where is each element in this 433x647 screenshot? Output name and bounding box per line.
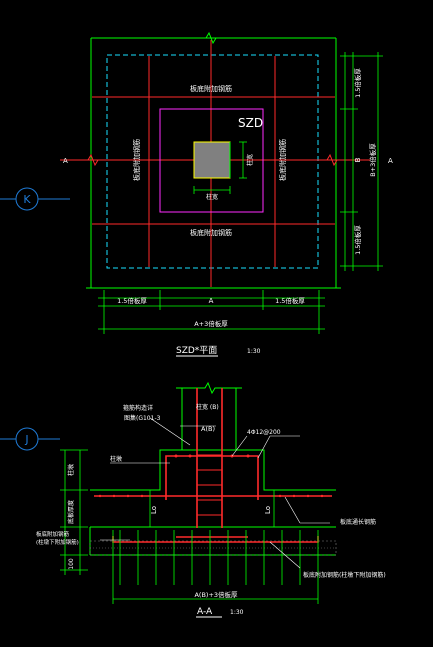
left-dim-100: 100 — [68, 558, 75, 570]
cut-mark-right: A — [388, 157, 393, 165]
dim-seg-top-v: 1.5倍板厚 — [353, 68, 362, 98]
axis-k: K — [0, 187, 70, 211]
plan-view: 板底附加钢筋 板底附加钢筋 板底附加钢筋 板底附加钢筋 SZD 柱宽 柱宽 A … — [60, 31, 393, 357]
section-left-dims — [60, 449, 88, 575]
slab-outline — [106, 54, 319, 269]
dim-seg-mid: A — [209, 297, 214, 305]
section-column — [176, 381, 242, 450]
band-label-bottom: 板底附加钢筋 — [190, 228, 232, 237]
section-view: Lo Lo 柱墩 底板厚度 100 柱宽 (B) — [36, 381, 386, 618]
column-section — [193, 141, 231, 179]
plan-dims-vertical — [340, 52, 383, 271]
plan-scale: 1:30 — [247, 348, 261, 355]
section-note-column: 柱宽 (B) — [196, 403, 219, 411]
plan-title: SZD*平面 — [176, 345, 217, 356]
section-note-bottom-add: 板底附加钢筋(柱墩下附加钢筋) — [303, 571, 386, 579]
dim-total-horizontal: A+3倍板厚 — [194, 319, 228, 328]
section-scale: 1:30 — [230, 609, 244, 616]
band-label-right: 板底附加钢筋 — [278, 139, 287, 181]
section-note-add1: 板底附加钢筋 — [36, 530, 70, 538]
left-dim-slab-label: 底板厚度 — [67, 500, 75, 524]
axis-j-label: J — [24, 433, 28, 446]
lo-left-label: Lo — [150, 506, 158, 514]
column-width-label: 柱宽 — [206, 193, 218, 201]
section-dim-total: A(B)+3倍板厚 — [194, 590, 238, 599]
band-label-top: 板底附加钢筋 — [190, 84, 232, 93]
section-note-link2: 图集(G101-3 — [124, 414, 161, 422]
column-tag: SZD — [238, 116, 263, 130]
section-note-link1: 箍筋构造详 — [123, 404, 153, 412]
lo-right-label: Lo — [264, 506, 272, 514]
plan-frame — [86, 31, 341, 289]
section-note-rebar: 4Φ12@200 — [247, 429, 281, 436]
plan-dims-horizontal — [98, 290, 325, 334]
section-cap — [89, 449, 336, 556]
column-stirrups — [197, 454, 222, 516]
column-cap-outline — [159, 108, 264, 213]
section-note-add2: (柱墩下附加钢筋) — [36, 538, 79, 546]
dim-seg-mid-v: B — [354, 157, 362, 162]
cut-mark-left: A — [63, 157, 68, 165]
dim-seg-right: 1.5倍板厚 — [275, 296, 305, 305]
rebar-dots — [98, 454, 324, 498]
column-dims — [193, 141, 247, 194]
section-title: A-A — [197, 607, 213, 617]
dim-seg-bot-v: 1.5倍板厚 — [353, 225, 362, 255]
lo-dims — [149, 490, 275, 527]
section-note-slab: 柱墩 — [110, 455, 122, 463]
column-depth-label: 柱宽 — [246, 154, 254, 166]
left-dim-cap-label: 柱墩 — [67, 464, 75, 476]
section-note-through: 板底通长钢筋 — [340, 518, 376, 526]
band-label-left: 板底附加钢筋 — [132, 139, 141, 181]
section-grid — [112, 530, 319, 604]
section-note-ab: A(B) — [201, 425, 215, 433]
axis-j: J — [0, 427, 60, 451]
dim-seg-left: 1.5倍板厚 — [117, 296, 147, 305]
section-leaders — [100, 417, 330, 569]
axis-k-label: K — [23, 193, 31, 206]
dim-total-vertical: B+3倍板厚 — [368, 143, 377, 177]
